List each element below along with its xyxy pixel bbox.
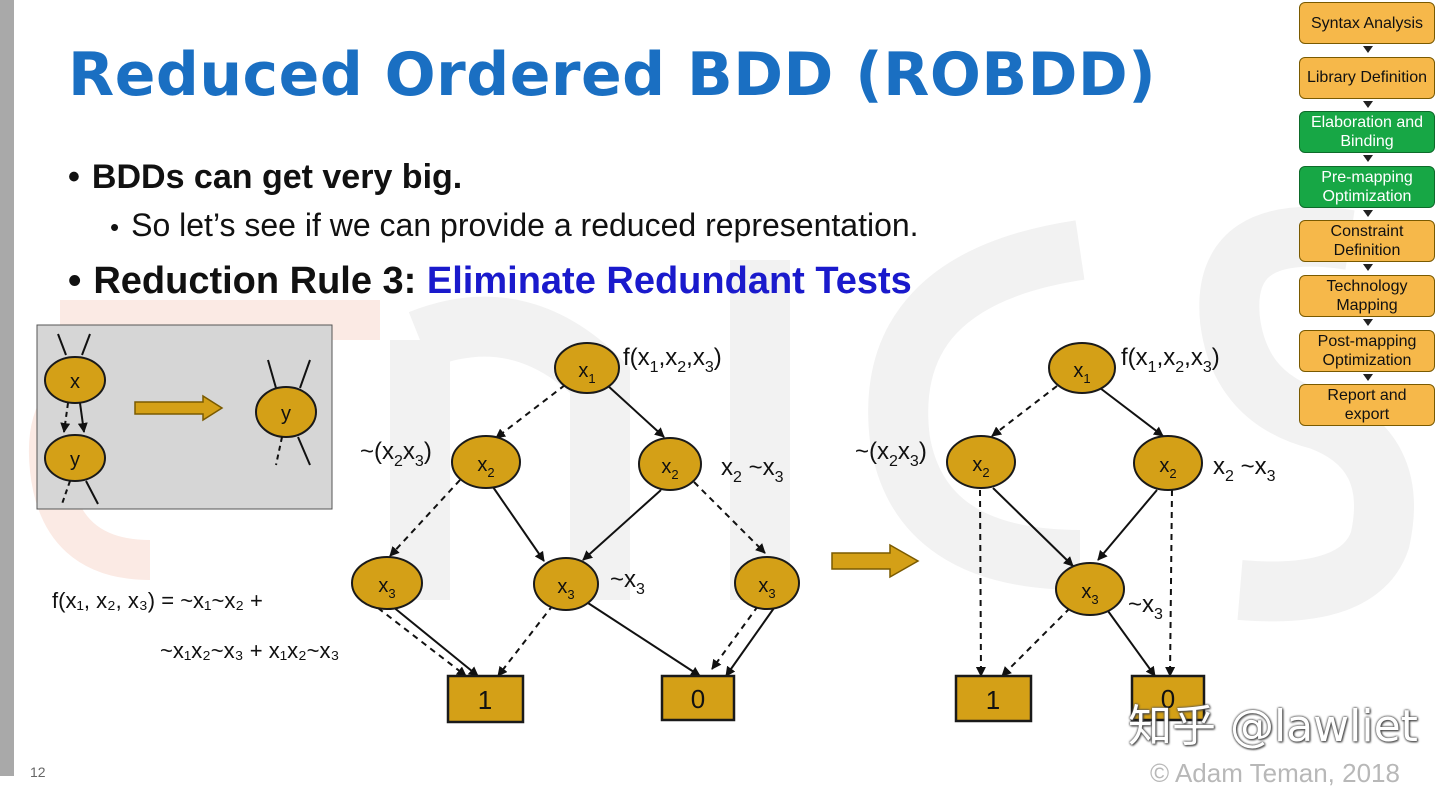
- before-node-x3-right: x3​: [734, 556, 800, 610]
- after-terminal-1: 1: [954, 674, 1033, 723]
- rule-prefix: Reduction Rule 3:: [93, 260, 427, 302]
- flow-step-label: Library Definition: [1306, 69, 1428, 87]
- after-annotation-right: x2​ ~x3​: [1213, 453, 1276, 485]
- before-node-x3-mid: x3​: [533, 557, 599, 611]
- before-terminal-1: 1: [446, 674, 525, 724]
- rule-node-result-label: y: [281, 403, 291, 425]
- flow-step-label: Constraint Definition: [1330, 223, 1404, 260]
- rule-node-x-label: x: [70, 371, 80, 393]
- bullet-text: BDDs can get very big.: [91, 158, 463, 196]
- rule-illustration-box: x y y: [36, 324, 333, 510]
- after-terminal-0: 0: [1130, 674, 1206, 722]
- slide-left-bar: [0, 0, 14, 776]
- bullet-dot: •: [110, 212, 120, 242]
- rule-node-y-label: y: [70, 449, 80, 471]
- formula-line-2: ~x₁x₂~x₃ + x₁x₂~x₃: [160, 638, 340, 663]
- bullet-dot: •: [68, 158, 80, 196]
- flow-step-label: Report and export: [1327, 387, 1407, 424]
- after-annotation-mid: ~x3​: [1128, 591, 1163, 623]
- zhihu-watermark: 知乎 @lawliet: [1128, 701, 1418, 752]
- after-diagram: x1​ x2​ x2​ x3​ 1 0 f(x1​,x2​,x3​) ~(x2​…: [855, 342, 1276, 723]
- flow-step-label: Elaboration and Binding: [1310, 114, 1424, 151]
- flow-step-pre-mapping-optimization: Pre-mapping Optimization: [1299, 165, 1435, 208]
- before-annotation-right: x2​ ~x3​: [721, 454, 784, 486]
- flow-step-label: Post-mapping Optimization: [1317, 332, 1417, 369]
- bullet-dot: •: [68, 260, 82, 302]
- before-terminal-0: 0: [660, 674, 736, 722]
- formula-line-1: f(x₁, x₂, x₃) = ~x₁~x₂ +: [52, 588, 263, 613]
- bullet-bdds-big: • BDDs can get very big.: [68, 158, 462, 197]
- flow-arrow-icon: [1363, 100, 1373, 108]
- bullet-reduction-rule: • Reduction Rule 3: Eliminate Redundant T…: [68, 260, 912, 303]
- flow-step-report-and-export: Report and export: [1299, 384, 1435, 427]
- rule-node-result: y: [255, 386, 317, 438]
- flow-step-label: Syntax Analysis: [1310, 14, 1424, 32]
- after-node-x2-right: x2​: [1133, 435, 1203, 491]
- after-terminal-0-label: 0: [1161, 684, 1175, 714]
- before-terminal-1-label: 1: [478, 685, 492, 715]
- flow-step-syntax-analysis: Syntax Analysis: [1299, 2, 1435, 44]
- before-node-x1: x1​: [554, 342, 620, 394]
- after-node-x3: x3​: [1055, 562, 1125, 616]
- right-arrow-icon: [134, 394, 224, 422]
- flow-arrow-icon: [1363, 264, 1373, 272]
- before-node-x2-right: x2​: [638, 437, 702, 491]
- before-node-x2-right-label: x2​: [661, 456, 678, 482]
- bullet-text: So let’s see if we can provide a reduced…: [131, 207, 919, 243]
- flow-arrow-icon: [1363, 373, 1373, 381]
- flow-step-library-definition: Library Definition: [1299, 56, 1435, 99]
- before-node-x3-mid-label: x3​: [557, 576, 574, 602]
- before-node-x1-label: x1​: [578, 360, 595, 386]
- after-node-x1-label: x1​: [1073, 360, 1090, 386]
- before-node-x2-left: x2​: [451, 435, 521, 489]
- flow-step-post-mapping-optimization: Post-mapping Optimization: [1299, 329, 1435, 372]
- rule-highlight: Eliminate Redundant Tests: [426, 260, 912, 302]
- after-node-x2-left-label: x2​: [972, 454, 989, 480]
- copyright-footer: © Adam Teman, 2018: [1150, 758, 1400, 788]
- flow-arrow-icon: [1363, 319, 1373, 326]
- flow-step-elaboration-and-binding: Elaboration and Binding: [1299, 111, 1435, 154]
- before-terminal-0-label: 0: [691, 684, 705, 714]
- flow-arrow-icon: [1363, 46, 1373, 53]
- after-node-x1: x1​: [1048, 342, 1116, 394]
- after-annotation-left: ~(x2​x3​): [855, 438, 927, 470]
- before-function-label: f(x1​,x2​,x3​): [623, 344, 722, 376]
- sub-bullet-reduced: • So let’s see if we can provide a reduce…: [110, 207, 919, 244]
- slide-title: Reduced Ordered BDD (ROBDD): [68, 40, 1157, 110]
- after-terminal-1-label: 1: [986, 685, 1000, 715]
- page-number: 12: [30, 764, 46, 780]
- before-annotation-mid: ~x3​: [610, 566, 645, 598]
- before-node-x3-right-label: x3​: [758, 575, 775, 601]
- right-arrow-icon: [831, 543, 920, 579]
- after-node-x2-left: x2​: [946, 435, 1016, 489]
- after-function-label: f(x1​,x2​,x3​): [1121, 344, 1220, 376]
- flow-step-constraint-definition: Constraint Definition: [1299, 220, 1435, 263]
- before-annotation-left: ~(x2​x3​): [360, 438, 432, 470]
- before-diagram-edges: [377, 384, 775, 677]
- after-node-x2-right-label: x2​: [1159, 455, 1176, 481]
- before-node-x2-left-label: x2​: [477, 454, 494, 480]
- after-node-x3-label: x3​: [1081, 581, 1098, 607]
- before-node-x3-left: x3​: [351, 556, 423, 610]
- flow-step-technology-mapping: Technology Mapping: [1299, 275, 1435, 317]
- flow-step-label: Pre-mapping Optimization: [1321, 168, 1413, 205]
- rule-node-x: x: [44, 356, 106, 404]
- after-diagram-edges: [975, 385, 1176, 677]
- rule-node-y: y: [44, 434, 106, 482]
- before-node-x3-left-label: x3​: [378, 575, 395, 601]
- flow-step-label: Technology Mapping: [1326, 278, 1408, 314]
- before-diagram: x1​ x2​ x2​ x3​ x3​ x3​ 1 0 f(: [351, 342, 800, 724]
- flow-arrow-icon: [1363, 209, 1373, 217]
- flow-arrow-icon: [1363, 155, 1373, 163]
